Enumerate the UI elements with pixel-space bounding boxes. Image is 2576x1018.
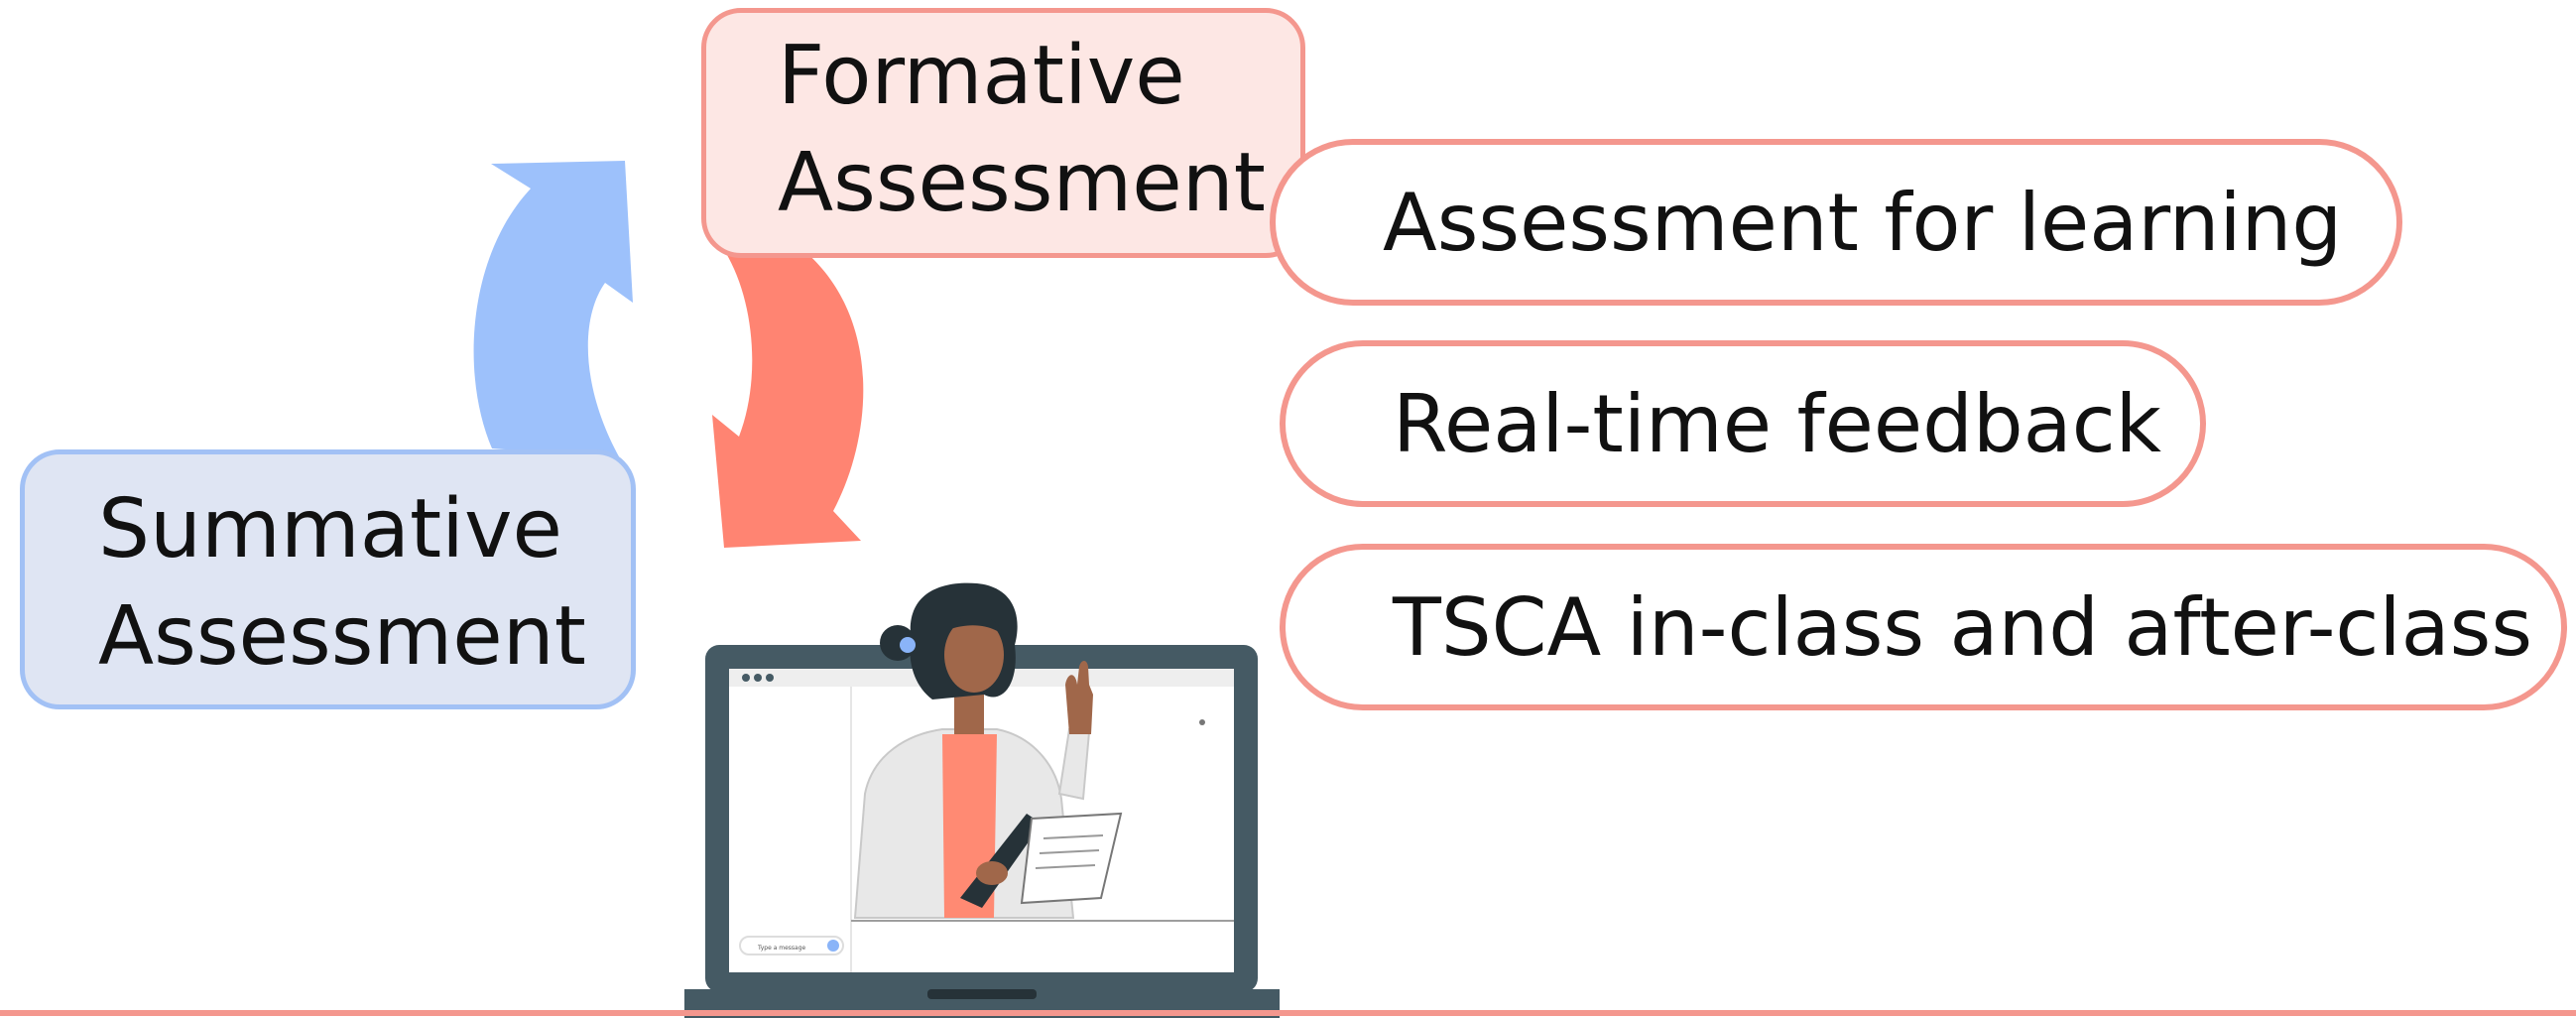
feature-label: TSCA in-class and after-class <box>1393 580 2533 674</box>
feature-label: Real-time feedback <box>1393 377 2161 470</box>
red-cycle-arrow-icon <box>712 250 864 548</box>
blue-cycle-arrow-icon <box>473 161 633 458</box>
feature-pill-assessment-for-learning: Assessment for learning <box>1270 139 2402 306</box>
feature-pill-tsca: TSCA in-class and after-class <box>1280 544 2567 710</box>
teacher-figure <box>853 582 1123 919</box>
send-icon <box>827 940 839 952</box>
message-input <box>739 936 844 955</box>
formative-assessment-box: Formative Assessment <box>701 8 1305 258</box>
feature-pill-real-time-feedback: Real-time feedback <box>1280 340 2206 507</box>
formative-line2: Assessment <box>778 136 1266 230</box>
summative-assessment-box: Summative Assessment <box>20 449 636 709</box>
formative-line1: Formative <box>778 28 1185 123</box>
feature-label: Assessment for learning <box>1383 176 2343 269</box>
summative-line2: Assessment <box>98 589 586 684</box>
message-input-text: Type a message <box>757 945 806 952</box>
summative-line1: Summative <box>98 481 562 576</box>
